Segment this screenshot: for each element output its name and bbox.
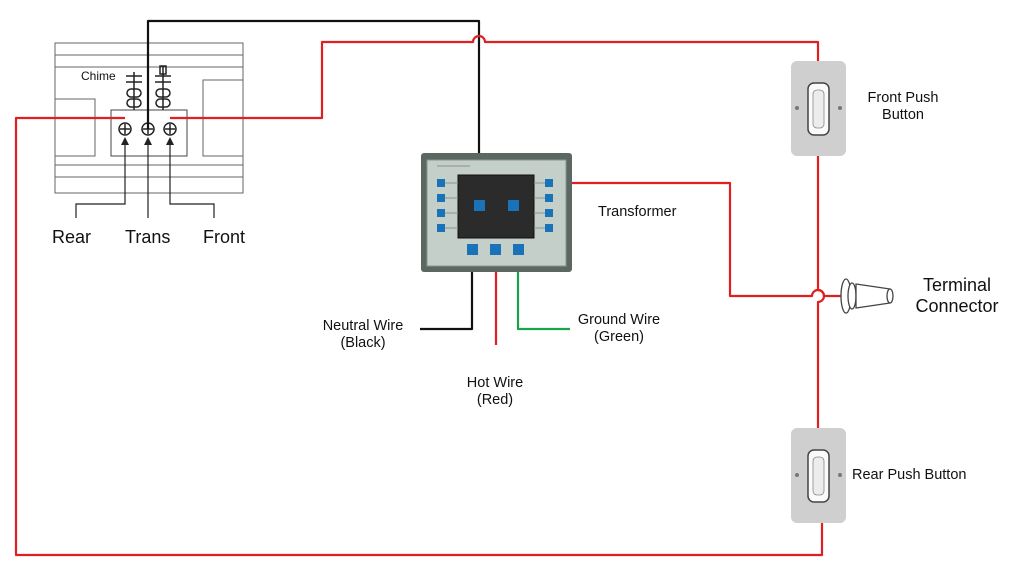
ground-wire (516, 250, 570, 331)
front-button-label-line1: Front Push (867, 90, 939, 106)
terminal-label-rear: Rear (52, 227, 92, 247)
transformer-pins (437, 179, 553, 232)
transformer-terminal-neutral (467, 244, 478, 255)
terminal-connector-label: Terminal Connector (905, 275, 1009, 316)
neutral-wire-label: Neutral Wire (Black) (318, 318, 408, 351)
rear-button-label: Rear Push Button (852, 467, 967, 483)
terminal-pointers (75, 140, 215, 218)
front-button-label: Front Push Button (860, 90, 946, 123)
transformer-to-connector-wire (512, 181, 846, 298)
chime-title: Chime (81, 69, 116, 83)
transformer-terminal-hot (490, 244, 501, 255)
wiring (14, 19, 846, 557)
terminal-label-trans: Trans (125, 227, 171, 247)
transformer-label: Transformer (598, 204, 677, 220)
transformer-terminal-right (508, 200, 519, 211)
transformer (421, 153, 572, 272)
transformer-terminal-left (474, 200, 485, 211)
ground-wire-label: Ground Wire (Green) (572, 312, 666, 345)
hot-wire-label-line2: (Red) (476, 391, 514, 408)
rear-wire-red (14, 116, 824, 557)
terminal-connector-label-line1: Terminal (922, 275, 992, 295)
rear-push-button (791, 428, 846, 523)
chime-coil-left (126, 72, 142, 110)
pointer-arrowheads (121, 137, 174, 145)
front-push-button (791, 61, 846, 156)
chime-terminal-front (163, 122, 177, 136)
neutral-wire-label-line1: Neutral Wire (322, 318, 404, 334)
chime-coil-right (155, 65, 171, 110)
hot-wire-label-line1: Hot Wire (466, 375, 524, 391)
terminal-label-front: Front (203, 227, 246, 247)
trans-wire-black (146, 19, 481, 205)
chime-terminal-rear (118, 122, 132, 136)
transformer-terminal-ground (513, 244, 524, 255)
ground-wire-label-line1: Ground Wire (577, 312, 661, 328)
neutral-wire-label-line2: (Black) (340, 334, 386, 351)
neutral-wire (420, 250, 474, 331)
terminal-connector-label-line2: Connector (915, 295, 999, 316)
hot-wire-label: Hot Wire (Red) (455, 375, 535, 408)
terminal-connector (840, 278, 894, 314)
front-button-label-line2: Button (882, 106, 924, 123)
ground-wire-label-line2: (Green) (594, 328, 644, 345)
front-wire-red (170, 34, 820, 120)
